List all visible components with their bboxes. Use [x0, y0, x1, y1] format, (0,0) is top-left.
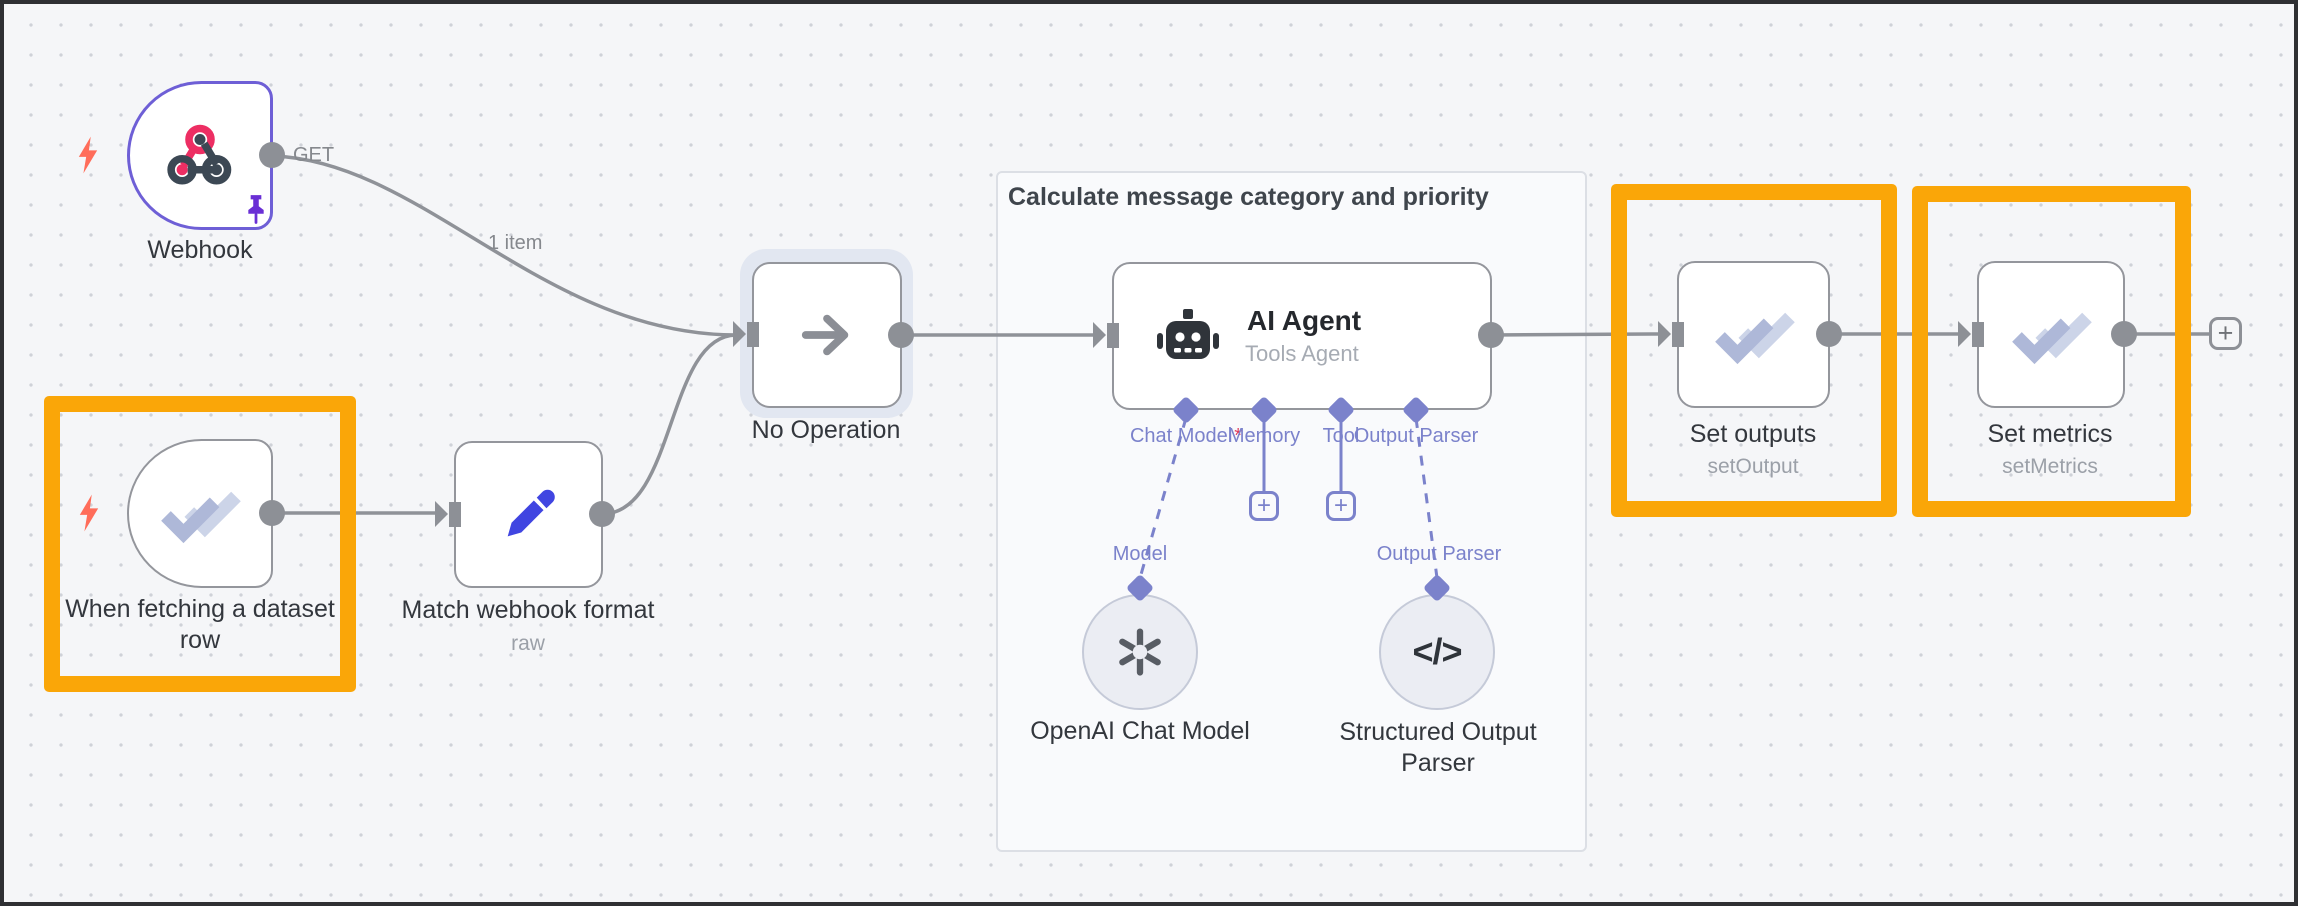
webhook-icon [167, 124, 232, 185]
trigger-bolt-icon [78, 136, 98, 174]
port-label-model: Model [1112, 543, 1168, 565]
port-label-memory: Memory [1227, 425, 1301, 447]
node-sublabel-match-format: raw [511, 632, 545, 655]
evaluation-double-check-icon [161, 491, 241, 543]
webhook-output-dot[interactable] [259, 142, 285, 168]
aiagent-output-dot[interactable] [1478, 322, 1504, 348]
add-tool-button[interactable]: + [1326, 491, 1356, 521]
highlight-box-set-metrics [1912, 186, 2191, 517]
highlight-box-set-outputs [1611, 184, 1897, 517]
node-openai-chat-model[interactable] [1082, 594, 1198, 710]
node-label-match-format: Match webhook format [401, 596, 655, 624]
connection-items-label: 1 item [488, 232, 543, 254]
wire-matchformat-to-nooperation[interactable] [600, 333, 738, 516]
node-set-outputs[interactable] [1677, 261, 1830, 408]
node-label-webhook: Webhook [147, 236, 253, 264]
node-sublabel-set-outputs: setOutput [1707, 455, 1799, 478]
node-label-structured-parser: Structured Output Parser [1339, 718, 1537, 777]
nooperation-input-port[interactable] [733, 321, 759, 348]
wire-outputparser-to-structured[interactable] [1414, 417, 1439, 579]
node-label-set-outputs: Set outputs [1689, 420, 1817, 448]
node-no-operation[interactable] [752, 262, 902, 408]
evaluation-double-check-icon [2012, 312, 2092, 364]
dataset-output-dot[interactable] [259, 500, 285, 526]
node-label-openai-chat-model: OpenAI Chat Model [1030, 717, 1250, 745]
edit-pencil-icon [507, 489, 555, 536]
node-sublabel-set-metrics: setMetrics [2002, 455, 2098, 478]
add-memory-button[interactable]: + [1249, 491, 1279, 521]
node-when-fetching-dataset-row[interactable] [127, 439, 273, 588]
setoutputs-output-dot[interactable] [1816, 321, 1842, 347]
port-label-output-parser: Output Parser [1353, 425, 1479, 447]
node-structured-output-parser[interactable]: </> [1379, 594, 1495, 710]
port-label-output-parser-free: Output Parser [1376, 543, 1502, 565]
wire-webhook-to-nooperation[interactable] [272, 154, 738, 337]
pinned-data-pin-icon [248, 195, 264, 224]
highlight-box-dataset-trigger [44, 396, 356, 692]
ai-agent-title: AI Agent [1247, 305, 1362, 336]
ai-agent-subtitle: Tools Agent [1245, 341, 1359, 366]
node-match-webhook-format[interactable] [454, 441, 603, 588]
robot-icon [1157, 309, 1219, 359]
port-label-tool: Tool [1322, 425, 1360, 447]
webhook-method-label: GET [293, 144, 335, 166]
wire-chatmodel-to-openai[interactable] [1138, 417, 1188, 579]
matchformat-output-dot[interactable] [589, 501, 615, 527]
add-node-button[interactable]: + [2209, 317, 2242, 350]
setmetrics-input-port[interactable] [1958, 321, 1984, 348]
setoutputs-input-port[interactable] [1658, 321, 1684, 348]
port-label-chat-model: Chat Model* [1130, 425, 1242, 448]
evaluation-double-check-icon [1714, 312, 1795, 364]
trigger-bolt-icon [79, 494, 99, 532]
node-ai-agent[interactable] [1112, 262, 1492, 410]
connections-layer [270, 154, 2213, 579]
setmetrics-output-dot[interactable] [2111, 321, 2137, 347]
matchformat-input-port[interactable] [435, 501, 461, 528]
node-webhook[interactable] [127, 81, 273, 230]
nooperation-output-dot[interactable] [888, 322, 914, 348]
openai-logo-icon [1119, 628, 1161, 676]
node-label-dataset-trigger: When fetching a dataset row [65, 595, 335, 654]
node-label-no-operation: No Operation [751, 416, 901, 444]
required-marker: * [1234, 425, 1243, 447]
arrow-right-icon [801, 314, 849, 356]
node-label-set-metrics: Set metrics [1987, 420, 2113, 448]
group-title: Calculate message category and priority [1008, 183, 1489, 211]
node-set-metrics[interactable] [1977, 261, 2125, 408]
port-label-chat-model-text: Chat Model [1129, 425, 1233, 447]
code-brackets-icon: </> [1412, 631, 1462, 672]
wire-aiagent-to-setoutputs[interactable] [1489, 332, 1663, 337]
aiagent-input-port[interactable] [1093, 322, 1119, 349]
